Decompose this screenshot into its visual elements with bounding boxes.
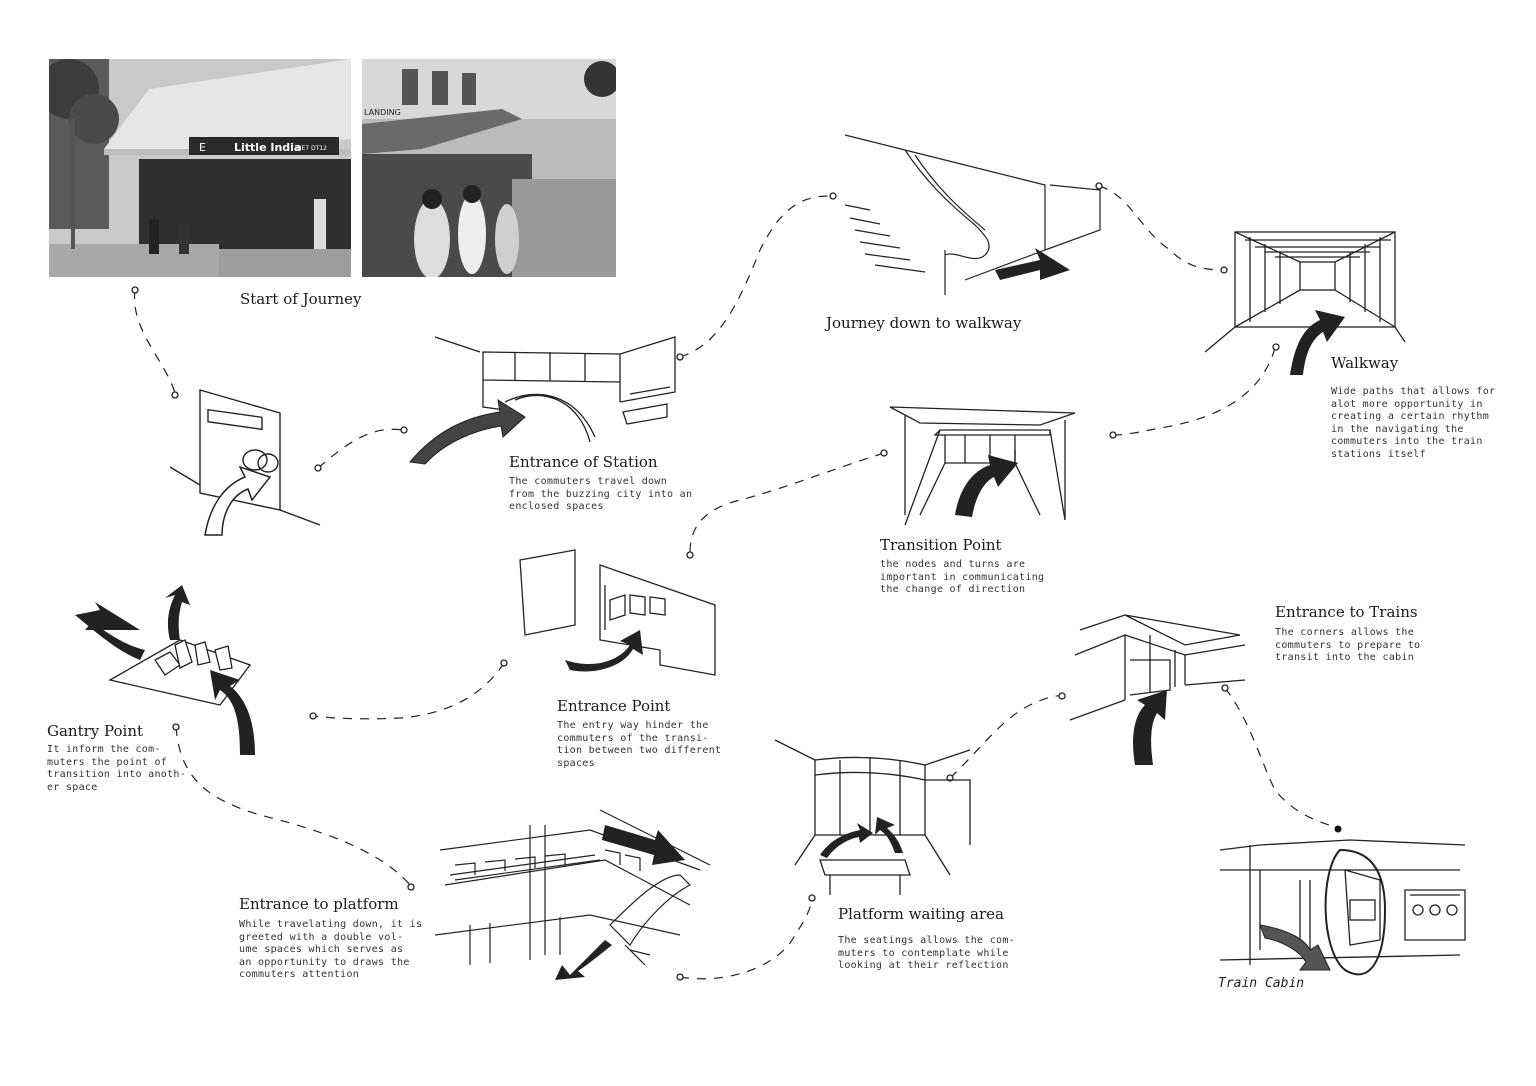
platform-waiting-title: Platform waiting area xyxy=(838,905,1004,923)
entrance-trains-desc: The corners allows the commuters to prep… xyxy=(1275,627,1420,665)
walkway-title: Walkway xyxy=(1331,354,1398,372)
train-cabin-sketch xyxy=(1220,830,1470,990)
gantry-desc: It inform the com- muters the point of t… xyxy=(47,744,186,794)
entrance-platform-sketch xyxy=(430,805,720,980)
platform-waiting-sketch xyxy=(775,735,975,895)
train-cabin-label: Train Cabin xyxy=(1218,976,1304,991)
transition-sketch xyxy=(890,405,1080,530)
entrance-trains-sketch xyxy=(1075,605,1250,770)
entrance-station-title: Entrance of Station xyxy=(509,453,658,471)
walkway-desc: Wide paths that allows for alot more opp… xyxy=(1331,386,1495,461)
entrance-station-desc: The commuters travel down from the buzzi… xyxy=(509,476,692,514)
journey-down-title: Journey down to walkway xyxy=(826,314,1021,332)
entrance-point-desc: The entry way hinder the commuters of th… xyxy=(557,720,721,770)
walkway-sketch xyxy=(1205,212,1405,377)
transition-desc: the nodes and turns are important in com… xyxy=(880,559,1044,597)
entrance-platform-title: Entrance to platform xyxy=(239,895,399,913)
transition-title: Transition Point xyxy=(880,536,1002,554)
start-title: Start of Journey xyxy=(240,290,361,308)
gantry-title: Gantry Point xyxy=(47,722,143,740)
entrance-platform-desc: While travelating down, it is greeted wi… xyxy=(239,919,422,982)
entrance-point-sketch xyxy=(515,545,725,685)
entrance-sign-sketch xyxy=(160,385,330,545)
journey-down-sketch xyxy=(835,130,1110,305)
entrance-point-title: Entrance Point xyxy=(557,697,670,715)
entrance-station-sketch xyxy=(405,332,680,467)
entrance-trains-title: Entrance to Trains xyxy=(1275,603,1418,621)
platform-waiting-desc: The seatings allows the com- muters to c… xyxy=(838,935,1015,973)
